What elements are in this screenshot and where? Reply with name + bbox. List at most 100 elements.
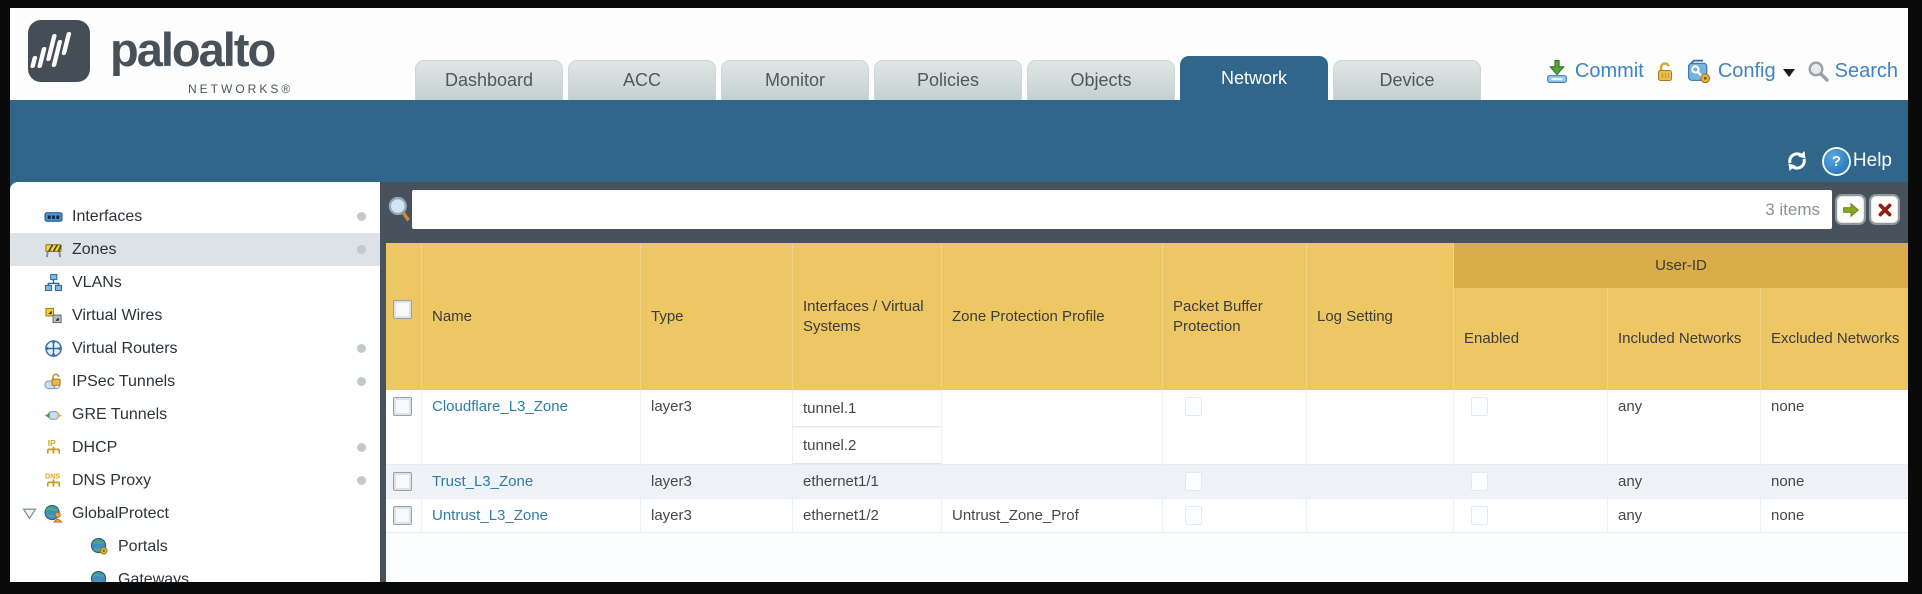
packet-buffer-protection-checkbox[interactable]: [1185, 397, 1202, 416]
column-header-type[interactable]: Type: [641, 243, 793, 390]
packet-buffer-protection-checkbox[interactable]: [1185, 472, 1202, 491]
content-area: 3 items: [380, 182, 1908, 582]
zone-name-link[interactable]: Trust_L3_Zone: [432, 473, 534, 490]
status-dot: [357, 245, 366, 254]
sidebar-item-label: DNS Proxy: [72, 471, 152, 489]
search-icon: [1808, 61, 1829, 82]
search-button[interactable]: Search: [1806, 59, 1898, 83]
column-header-included-networks[interactable]: Included Networks: [1608, 288, 1761, 390]
tab-monitor[interactable]: Monitor: [721, 60, 869, 100]
row-checkbox[interactable]: [393, 506, 412, 525]
column-header-interfaces[interactable]: Interfaces / Virtual Systems: [793, 243, 942, 390]
sidebar-item-dns-proxy[interactable]: DNS DNS Proxy: [10, 464, 380, 497]
dhcp-icon: IP: [46, 438, 61, 454]
header-actions: Commit Config: [1544, 58, 1898, 84]
user-id-column-group: User-ID Enabled Included Networks Exclud…: [1454, 243, 1908, 390]
brand-wordmark: paloalto: [110, 23, 276, 76]
sidebar-item-vlans[interactable]: VLANs: [10, 266, 380, 299]
commit-label: Commit: [1574, 59, 1644, 82]
zone-name-link[interactable]: Untrust_L3_Zone: [432, 507, 548, 524]
column-header-name[interactable]: Name: [422, 243, 641, 390]
zone-type-cell: layer3: [641, 390, 793, 464]
zone-type-cell: layer3: [641, 465, 793, 498]
zone-protection-profile-cell: [942, 465, 1163, 498]
select-all-checkbox[interactable]: [393, 300, 412, 319]
band-tools: Help: [1784, 148, 1892, 174]
zone-interfaces-cell: ethernet1/2: [793, 499, 942, 532]
column-header-zone-protection-profile[interactable]: Zone Protection Profile: [942, 243, 1163, 390]
zone-name-link[interactable]: Cloudflare_L3_Zone: [432, 398, 568, 415]
table-row[interactable]: Untrust_L3_Zone layer3 ethernet1/2 Untru…: [386, 499, 1908, 533]
config-icon: [1687, 59, 1710, 84]
user-id-enabled-checkbox[interactable]: [1471, 472, 1488, 491]
table-row[interactable]: Trust_L3_Zone layer3 ethernet1/1 any non…: [386, 465, 1908, 499]
commit-icon: [1547, 59, 1567, 83]
help-button[interactable]: Help: [1823, 148, 1892, 174]
packet-buffer-protection-checkbox[interactable]: [1185, 506, 1202, 525]
commit-button[interactable]: Commit: [1544, 59, 1644, 84]
virtual-routers-icon: [45, 340, 62, 357]
lock-icon[interactable]: [1653, 60, 1677, 83]
tab-device[interactable]: Device: [1333, 60, 1481, 100]
clear-filter-button[interactable]: [1871, 196, 1898, 223]
sidebar-item-interfaces[interactable]: Interfaces: [10, 200, 380, 233]
log-setting-cell: [1307, 465, 1454, 498]
column-header-packet-buffer-protection[interactable]: Packet Buffer Protection: [1163, 243, 1307, 390]
globalprotect-icon: [44, 504, 63, 523]
sidebar-nav: Interfaces Zones VLANs: [10, 182, 380, 582]
table-row[interactable]: Cloudflare_L3_Zone layer3 tunnel.1 tunne…: [386, 390, 1908, 465]
config-menu-button[interactable]: Config: [1686, 58, 1797, 84]
column-header-log-setting[interactable]: Log Setting: [1307, 243, 1454, 390]
sidebar-item-label: GRE Tunnels: [72, 405, 168, 423]
dns-proxy-icon: DNS: [45, 473, 60, 487]
tab-policies[interactable]: Policies: [874, 60, 1022, 100]
sidebar-item-gateways[interactable]: Gateways: [10, 563, 380, 582]
expand-triangle-icon[interactable]: [22, 507, 37, 520]
column-header-excluded-networks[interactable]: Excluded Networks: [1771, 330, 1900, 348]
excluded-networks-cell: none: [1771, 507, 1805, 524]
user-id-enabled-checkbox[interactable]: [1471, 397, 1488, 416]
tab-dashboard[interactable]: Dashboard: [415, 60, 563, 100]
search-label: Search: [1834, 59, 1898, 82]
brand-logo: paloalto NETWORKS®: [28, 20, 290, 96]
interface-entry: tunnel.1: [793, 390, 941, 427]
caret-down-icon: [1782, 69, 1795, 77]
refresh-icon[interactable]: [1784, 148, 1810, 174]
sidebar-item-zones[interactable]: Zones: [10, 233, 380, 266]
status-dot: [357, 344, 366, 353]
sidebar-item-dhcp[interactable]: IP DHCP: [10, 431, 380, 464]
sidebar-item-ipsec-tunnels[interactable]: IPSec Tunnels: [10, 365, 380, 398]
primary-nav: Dashboard ACC Monitor Policies Objects N…: [415, 56, 1481, 100]
gre-tunnels-icon: [44, 411, 63, 420]
virtual-wires-icon: [45, 307, 62, 324]
log-setting-cell: [1307, 499, 1454, 532]
paloalto-logo-icon: [28, 20, 90, 82]
sidebar-item-virtual-wires[interactable]: Virtual Wires: [10, 299, 380, 332]
filter-input[interactable]: 3 items: [412, 190, 1832, 229]
sidebar-item-portals[interactable]: Portals: [10, 530, 380, 563]
config-label: Config: [1717, 59, 1776, 82]
sidebar-item-virtual-routers[interactable]: Virtual Routers: [10, 332, 380, 365]
included-networks-cell: any: [1608, 390, 1761, 464]
sidebar-item-globalprotect[interactable]: GlobalProtect: [10, 497, 380, 530]
items-count: 3 items: [1765, 199, 1820, 219]
row-checkbox[interactable]: [393, 397, 412, 416]
status-dot: [357, 476, 366, 485]
tab-objects[interactable]: Objects: [1027, 60, 1175, 100]
sidebar-item-label: Zones: [72, 240, 117, 258]
interface-entry: tunnel.2: [793, 427, 941, 464]
tab-acc[interactable]: ACC: [568, 60, 716, 100]
excluded-networks-cell: none: [1771, 473, 1805, 490]
tab-network[interactable]: Network: [1180, 56, 1328, 100]
sidebar-item-label: GlobalProtect: [72, 504, 169, 522]
column-header-enabled[interactable]: Enabled: [1454, 288, 1608, 390]
apply-filter-button[interactable]: [1837, 196, 1864, 223]
help-label: Help: [1852, 150, 1892, 171]
sidebar-item-gre-tunnels[interactable]: GRE Tunnels: [10, 398, 380, 431]
user-id-enabled-checkbox[interactable]: [1471, 506, 1488, 525]
filter-bar: 3 items: [380, 182, 1908, 243]
sidebar-item-label: Interfaces: [72, 207, 143, 225]
filter-search-icon: [388, 196, 410, 222]
zone-interfaces-cell: tunnel.1 tunnel.2: [793, 390, 942, 464]
row-checkbox[interactable]: [393, 472, 412, 491]
